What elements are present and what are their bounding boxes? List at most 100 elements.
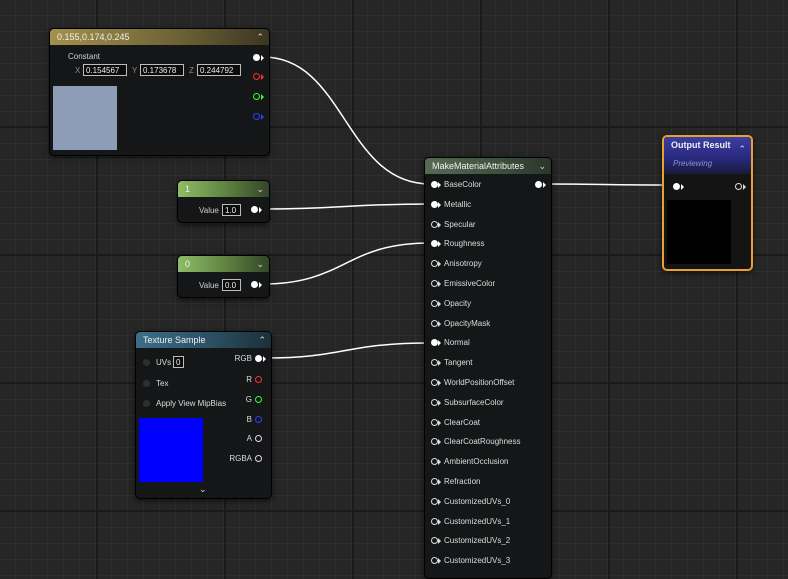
pin-arrow-icon bbox=[438, 479, 441, 485]
pin-label-refraction: Refraction bbox=[444, 477, 481, 486]
pin-arrow-icon bbox=[681, 184, 684, 190]
pin-arrow-icon bbox=[438, 558, 441, 565]
input-pin-ambientocclusion[interactable] bbox=[431, 458, 438, 466]
previewing-label: Previewing bbox=[673, 159, 713, 168]
chevron-down-icon[interactable]: ⌄ bbox=[256, 184, 264, 194]
input-pin-customizeduvs_3[interactable] bbox=[431, 557, 438, 565]
wire-materialattributes-to-output[interactable] bbox=[543, 183, 671, 186]
collapse-chevron-icon[interactable]: ⌃ bbox=[256, 32, 264, 42]
x-value-field[interactable]: 0.154567 bbox=[83, 64, 127, 76]
output-pin-result[interactable] bbox=[735, 183, 742, 190]
input-pin-clearcoatroughness[interactable] bbox=[431, 438, 438, 446]
input-pin-metallic[interactable] bbox=[431, 200, 438, 208]
constant3vector-node[interactable]: 0.155,0.174,0.245 ⌃ Constant X 0.154567 … bbox=[49, 28, 270, 156]
wire-scalar0-to-roughness[interactable] bbox=[262, 242, 431, 285]
pin-arrow-icon bbox=[438, 538, 441, 545]
pin-arrow-icon bbox=[261, 74, 264, 80]
input-pin-customizeduvs_0[interactable] bbox=[431, 497, 438, 505]
x-axis-label: X bbox=[75, 66, 81, 75]
scalar-roughness-node[interactable]: 0 ⌄ Value 0.0 bbox=[177, 255, 270, 298]
make-material-attributes-header[interactable]: MakeMaterialAttributes ⌄ bbox=[425, 158, 551, 174]
input-pin-mipbias[interactable] bbox=[143, 400, 150, 407]
input-pin-roughness[interactable] bbox=[431, 240, 438, 248]
input-pin-emissivecolor[interactable] bbox=[431, 280, 438, 287]
pin-arrow-icon bbox=[438, 419, 441, 426]
output-pin-rgba[interactable] bbox=[255, 455, 262, 462]
y-value-field[interactable]: 0.173678 bbox=[140, 64, 184, 76]
y-axis-label: Y bbox=[132, 66, 138, 75]
input-pin-tex[interactable] bbox=[143, 380, 150, 387]
output-pin-r[interactable] bbox=[253, 73, 260, 80]
input-pin-normal[interactable] bbox=[431, 339, 438, 347]
input-pin-worldpositionoffset[interactable] bbox=[431, 379, 438, 386]
metallic-value-field[interactable]: 1.0 bbox=[222, 204, 241, 216]
input-pin-subsurfacecolor[interactable] bbox=[431, 398, 438, 406]
input-pin-uvs[interactable] bbox=[143, 359, 150, 366]
pin-arrow-icon bbox=[259, 282, 262, 288]
pin-label-specular: Specular bbox=[444, 219, 476, 229]
uvs-label: UVs bbox=[156, 358, 172, 367]
output-pin-b[interactable] bbox=[253, 113, 260, 120]
output-pin-b[interactable] bbox=[255, 416, 262, 423]
uvs-value-field[interactable]: 0 bbox=[173, 356, 184, 368]
output-pin[interactable] bbox=[251, 281, 258, 288]
roughness-value-field[interactable]: 0.0 bbox=[222, 279, 241, 291]
input-pin-tangent[interactable] bbox=[431, 359, 438, 367]
pin-arrow-icon bbox=[259, 207, 262, 213]
pin-label-tangent: Tangent bbox=[444, 358, 473, 368]
pin-arrow-icon bbox=[543, 182, 546, 188]
input-pin-basecolor[interactable] bbox=[431, 181, 438, 188]
input-pin-specular[interactable] bbox=[431, 220, 438, 228]
output-pin-rgb[interactable] bbox=[253, 54, 260, 61]
input-pin-material[interactable] bbox=[673, 183, 680, 190]
wire-constant-to-basecolor[interactable] bbox=[262, 56, 431, 185]
wire-scalar1-to-metallic[interactable] bbox=[262, 203, 431, 210]
constant-label: Constant bbox=[68, 52, 101, 61]
input-pin-refraction[interactable] bbox=[431, 478, 438, 485]
pin-arrow-icon bbox=[438, 360, 441, 367]
pin-arrow-icon bbox=[438, 241, 441, 248]
scalar-metallic-node[interactable]: 1 ⌄ Value 1.0 bbox=[177, 180, 270, 223]
scalar-metallic-header[interactable]: 1 ⌄ bbox=[178, 181, 269, 197]
wire-rgb-to-normal[interactable] bbox=[264, 342, 431, 359]
value-label: Value bbox=[199, 206, 219, 215]
pin-label-ambientocclusion: AmbientOcclusion bbox=[444, 457, 509, 467]
texture-sample-title: Texture Sample bbox=[143, 335, 206, 345]
scalar-roughness-header[interactable]: 0 ⌄ bbox=[178, 256, 269, 272]
pin-label-clearcoat: ClearCoat bbox=[444, 417, 481, 427]
input-pin-customizeduvs_1[interactable] bbox=[431, 517, 438, 525]
texture-sample-header[interactable]: Texture Sample ⌃ bbox=[136, 332, 271, 348]
input-pin-anisotropy[interactable] bbox=[431, 260, 438, 268]
input-pin-customizeduvs_2[interactable] bbox=[431, 537, 438, 545]
output-pin-r[interactable] bbox=[255, 376, 262, 383]
output-result-header[interactable]: Output Result ⌃ Previewing bbox=[664, 137, 751, 174]
pin-arrow-icon bbox=[438, 399, 441, 406]
chevron-down-icon[interactable]: ⌄ bbox=[538, 161, 546, 171]
pin-label-customizeduvs_0: CustomizedUVs_0 bbox=[444, 496, 511, 506]
chevron-down-icon[interactable]: ⌄ bbox=[199, 484, 207, 494]
collapse-chevron-icon[interactable]: ⌃ bbox=[258, 335, 266, 345]
output-pin[interactable] bbox=[251, 206, 258, 213]
pin-arrow-icon bbox=[261, 114, 264, 120]
output-pin-a[interactable] bbox=[255, 435, 262, 442]
texture-preview bbox=[139, 418, 203, 482]
pin-arrow-icon bbox=[261, 94, 264, 100]
output-pin-rgb[interactable] bbox=[255, 355, 262, 362]
pin-label-subsurfacecolor: SubsurfaceColor bbox=[444, 397, 504, 407]
output-pin-material-attributes[interactable] bbox=[535, 181, 542, 188]
texture-sample-node[interactable]: Texture Sample ⌃ UVs 0 Tex Apply View Mi… bbox=[135, 331, 272, 499]
chevron-down-icon[interactable]: ⌄ bbox=[256, 259, 264, 269]
output-pin-g[interactable] bbox=[253, 93, 260, 100]
constant3vector-header[interactable]: 0.155,0.174,0.245 ⌃ bbox=[50, 29, 269, 45]
pin-label-customizeduvs_3: CustomizedUVs_3 bbox=[444, 556, 511, 566]
input-pin-opacitymask[interactable] bbox=[431, 319, 438, 327]
output-result-node[interactable]: Output Result ⌃ Previewing bbox=[662, 135, 753, 271]
output-pin-g[interactable] bbox=[255, 396, 262, 403]
z-value-field[interactable]: 0.244792 bbox=[197, 64, 241, 76]
pin-label-emissivecolor: EmissiveColor bbox=[444, 279, 496, 288]
input-pin-clearcoat[interactable] bbox=[431, 418, 438, 426]
pin-label-customizeduvs_2: CustomizedUVs_2 bbox=[444, 536, 511, 546]
collapse-chevron-icon[interactable]: ⌃ bbox=[738, 144, 746, 154]
input-pin-opacity[interactable] bbox=[431, 299, 438, 307]
